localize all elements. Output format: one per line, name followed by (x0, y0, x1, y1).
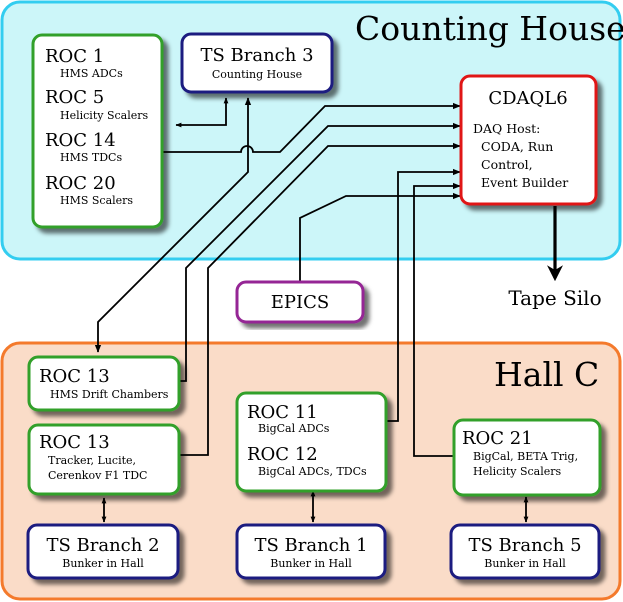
counting-house-title: Counting House (355, 9, 623, 48)
roc21-title: ROC 21 (462, 428, 533, 449)
cdaql6-line-2: CODA, Run (481, 139, 553, 154)
cdaql6-line-3: Control, (481, 157, 533, 172)
ts-branch1-sub: Bunker in Hall (270, 557, 352, 570)
roc21-line-2: Helicity Scalers (473, 465, 561, 478)
ts-branch1-title: TS Branch 1 (254, 535, 367, 556)
roc13a-title: ROC 13 (39, 366, 110, 387)
wire-ts3-roc13a (94, 97, 252, 353)
wire-roc13a-cdaql6 (178, 122, 461, 382)
roc13a-sub: HMS Drift Chambers (50, 388, 169, 401)
ts-branch2-sub: Bunker in Hall (62, 557, 144, 570)
wire-rocgroup-ts3 (175, 97, 229, 128)
roc11-sub: BigCal ADCs (258, 422, 330, 435)
tape-silo-label: Tape Silo (508, 286, 601, 310)
roc5-title: ROC 5 (45, 87, 104, 108)
cdaql6-box: CDAQL6 DAQ Host: CODA, Run Control, Even… (459, 74, 598, 206)
ts-branch5-box: TS Branch 5 Bunker in Hall (449, 523, 601, 580)
ts-branch1-box: TS Branch 1 Bunker in Hall (235, 523, 387, 580)
roc12-title: ROC 12 (247, 444, 318, 465)
roc20-sub: HMS Scalers (60, 194, 133, 207)
wire-epics-cdaql6 (299, 192, 461, 282)
roc13b-box: ROC 13 Tracker, Lucite, Cerenkov F1 TDC (27, 423, 181, 496)
roc11-title: ROC 11 (247, 402, 318, 423)
roc13b-line-2: Cerenkov F1 TDC (48, 469, 147, 482)
roc5-sub: Helicity Scalers (60, 109, 148, 122)
cdaql6-line-1: DAQ Host: (473, 121, 540, 136)
wire-roc13b-cdaql6 (180, 142, 461, 456)
roc13b-line-1: Tracker, Lucite, (48, 454, 136, 467)
ts-branch2-title: TS Branch 2 (46, 535, 159, 556)
ts-branch5-sub: Bunker in Hall (484, 557, 566, 570)
roc13a-box: ROC 13 HMS Drift Chambers (27, 355, 181, 412)
roc21-box: ROC 21 BigCal, BETA Trig, Helicity Scale… (452, 418, 602, 497)
wire-roc11-cdaql6 (387, 168, 461, 422)
roc20-title: ROC 20 (45, 173, 116, 194)
epics-title: EPICS (271, 292, 329, 313)
ts-branch5-title: TS Branch 5 (468, 535, 581, 556)
ts-branch3-sub: Counting House (212, 68, 302, 81)
wire-roc21-cdaql6 (413, 182, 461, 457)
epics-box: EPICS (235, 280, 365, 324)
roc13b-title: ROC 13 (39, 432, 110, 453)
roc14-title: ROC 14 (45, 130, 116, 151)
roc1-sub: HMS ADCs (60, 67, 123, 80)
ts-branch3-box: TS Branch 3 Counting House (180, 32, 334, 94)
roc1-title: ROC 1 (45, 46, 104, 67)
cdaql6-title: CDAQL6 (488, 88, 567, 109)
roc12-sub: BigCal ADCs, TDCs (258, 465, 367, 478)
roc21-line-1: BigCal, BETA Trig, (473, 450, 578, 463)
cdaql6-line-4: Event Builder (481, 175, 568, 190)
roc14-sub: HMS TDCs (60, 151, 122, 164)
hall-c-title: Hall C (494, 355, 599, 394)
ts-branch3-title: TS Branch 3 (200, 45, 313, 66)
ts-branch2-box: TS Branch 2 Bunker in Hall (26, 523, 180, 580)
roc-group-counting-house: ROC 1 HMS ADCs ROC 5 Helicity Scalers RO… (31, 33, 164, 229)
roc11-12-box: ROC 11 BigCal ADCs ROC 12 BigCal ADCs, T… (235, 391, 388, 493)
